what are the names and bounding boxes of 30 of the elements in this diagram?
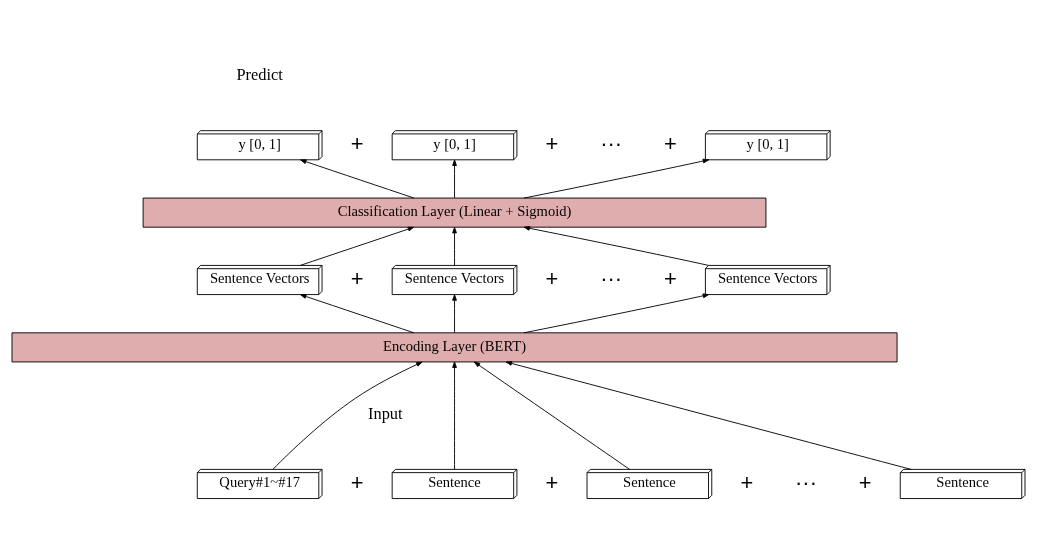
arrow: [300, 159, 415, 199]
label: ···: [600, 130, 623, 156]
label: ···: [795, 469, 817, 495]
arrow: [272, 361, 423, 470]
arrow: [523, 293, 710, 334]
arrow: [473, 361, 631, 470]
label: +: [350, 130, 364, 156]
label: +: [545, 469, 559, 495]
arrow: [452, 294, 457, 334]
label: +: [740, 469, 754, 495]
arrow: [505, 361, 912, 470]
node-box: Classification Layer (Linear + Sigmoid): [142, 197, 767, 228]
arrow: [452, 159, 457, 199]
arrow: [299, 226, 415, 266]
label: ···: [600, 265, 623, 291]
arrow: [300, 294, 415, 334]
label: Predict: [236, 65, 283, 85]
arrow: [523, 225, 710, 266]
label: +: [858, 469, 872, 495]
arrow: [452, 226, 457, 266]
label: +: [663, 265, 677, 291]
label: +: [545, 130, 559, 156]
label: +: [350, 469, 364, 495]
label: +: [350, 265, 364, 291]
label: Input: [368, 403, 403, 423]
label: +: [663, 130, 677, 156]
arrow: [452, 361, 457, 470]
arrow: [523, 158, 710, 199]
label: +: [545, 265, 559, 291]
node-box: Encoding Layer (BERT): [11, 332, 898, 363]
